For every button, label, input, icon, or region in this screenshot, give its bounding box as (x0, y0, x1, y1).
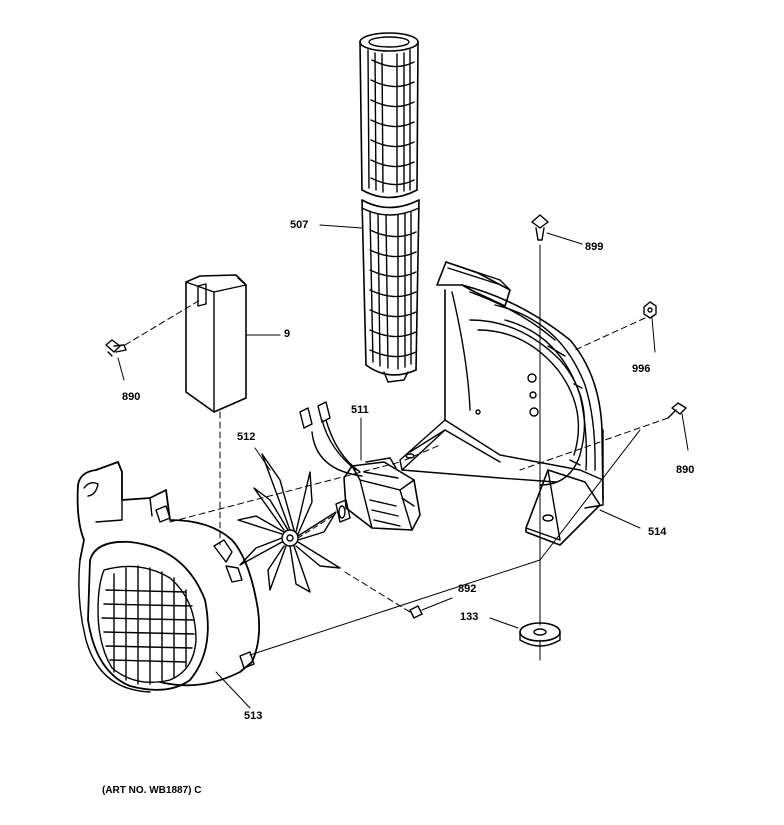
screw-892-drawing (345, 572, 452, 618)
screw-899-drawing (532, 215, 582, 660)
washer-133-drawing (490, 618, 560, 646)
label-899: 899 (585, 241, 604, 253)
art-number-caption: (ART NO. WB1887) C (102, 785, 202, 796)
label-512: 512 (237, 431, 256, 443)
label-9: 9 (284, 328, 291, 340)
blower-wheel-507-drawing (320, 33, 419, 382)
label-890-right: 890 (676, 464, 695, 476)
label-892: 892 (458, 583, 477, 595)
label-513: 513 (244, 710, 263, 722)
blower-housing-513-drawing (78, 430, 640, 708)
cover-plate-9-drawing (125, 275, 280, 545)
fan-blade-512-drawing (238, 448, 340, 592)
screw-890-left-drawing (106, 340, 126, 380)
motor-511-drawing (300, 402, 440, 530)
screw-890-right-drawing (520, 403, 688, 470)
label-133: 133 (460, 611, 479, 623)
nut-996-drawing (575, 302, 656, 352)
label-511: 511 (351, 404, 369, 416)
label-514: 514 (648, 526, 667, 538)
label-890-left: 890 (122, 391, 141, 403)
bracket-514-drawing (400, 262, 640, 545)
label-507: 507 (290, 219, 309, 231)
label-996: 996 (632, 363, 651, 375)
